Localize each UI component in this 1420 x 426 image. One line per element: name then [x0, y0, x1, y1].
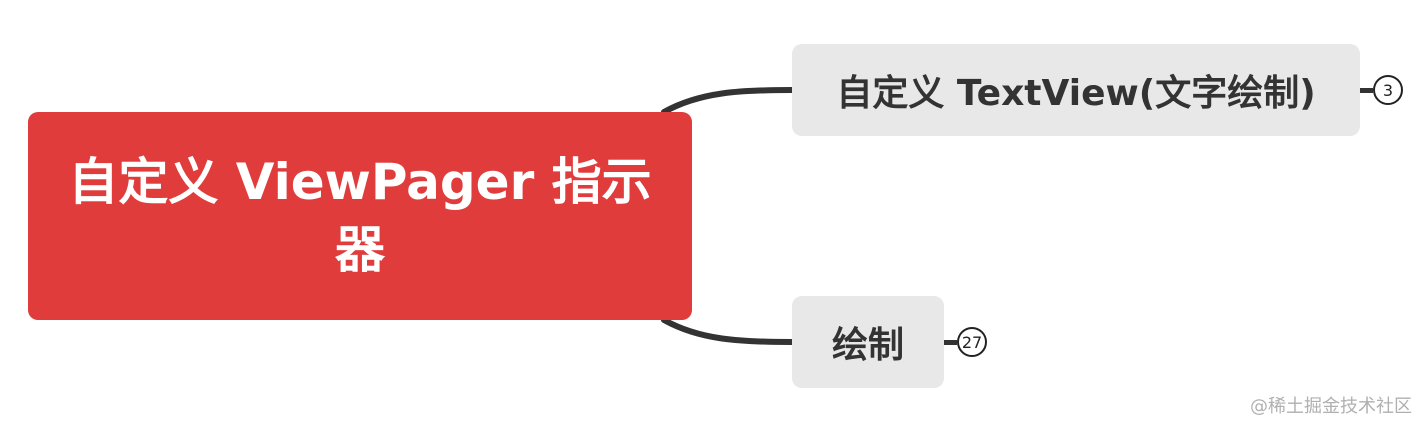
child-count-value: 3 — [1382, 80, 1394, 100]
child-count-value: 27 — [961, 332, 983, 352]
root-node[interactable]: 自定义 ViewPager 指示器 — [28, 112, 692, 320]
root-node-label: 自定义 ViewPager 指示器 — [68, 153, 652, 279]
child-node-textview[interactable]: 自定义 TextView(文字绘制) — [792, 44, 1360, 136]
child-node-label: 绘制 — [831, 325, 904, 366]
child-node-drawing[interactable]: 绘制 — [792, 296, 944, 388]
child-count-badge[interactable]: 27 — [957, 327, 987, 357]
badge-connector — [1360, 88, 1373, 93]
badge-connector — [944, 340, 957, 345]
child-node-label: 自定义 TextView(文字绘制) — [836, 73, 1316, 114]
child-count-badge[interactable]: 3 — [1373, 75, 1403, 105]
connector-root-to-child-1 — [661, 87, 795, 115]
watermark: @稀土掘金技术社区 — [1250, 396, 1412, 417]
connector-root-to-child-2 — [661, 317, 795, 345]
